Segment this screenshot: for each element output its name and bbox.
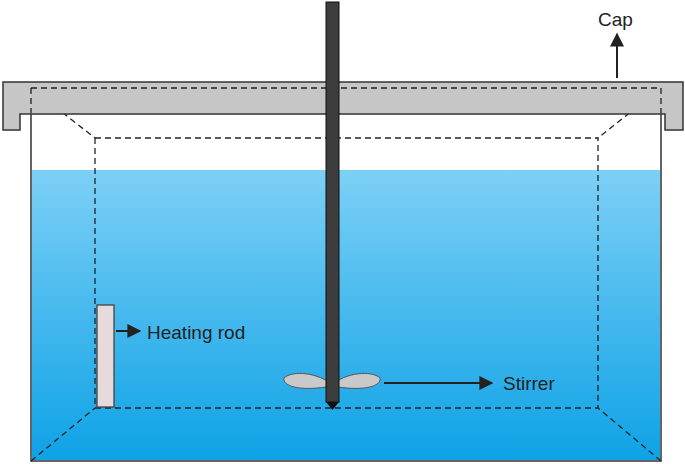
water bbox=[32, 170, 660, 460]
leader-arrow bbox=[384, 382, 492, 384]
stirrer-tip bbox=[326, 402, 339, 410]
heating-rod bbox=[97, 305, 114, 407]
cap-label: Cap bbox=[598, 10, 633, 29]
stirrer-blade bbox=[284, 373, 332, 388]
part-label: Heating rod bbox=[147, 323, 245, 342]
tank-wall bbox=[31, 113, 661, 461]
cap-dashes bbox=[31, 88, 661, 113]
leader-arrow bbox=[116, 330, 140, 332]
perspective-lines bbox=[31, 88, 661, 461]
stirrer-shaft bbox=[326, 2, 339, 402]
part-label: Stirrer bbox=[503, 374, 555, 393]
leader-arrow bbox=[616, 34, 618, 78]
cap bbox=[3, 82, 683, 130]
